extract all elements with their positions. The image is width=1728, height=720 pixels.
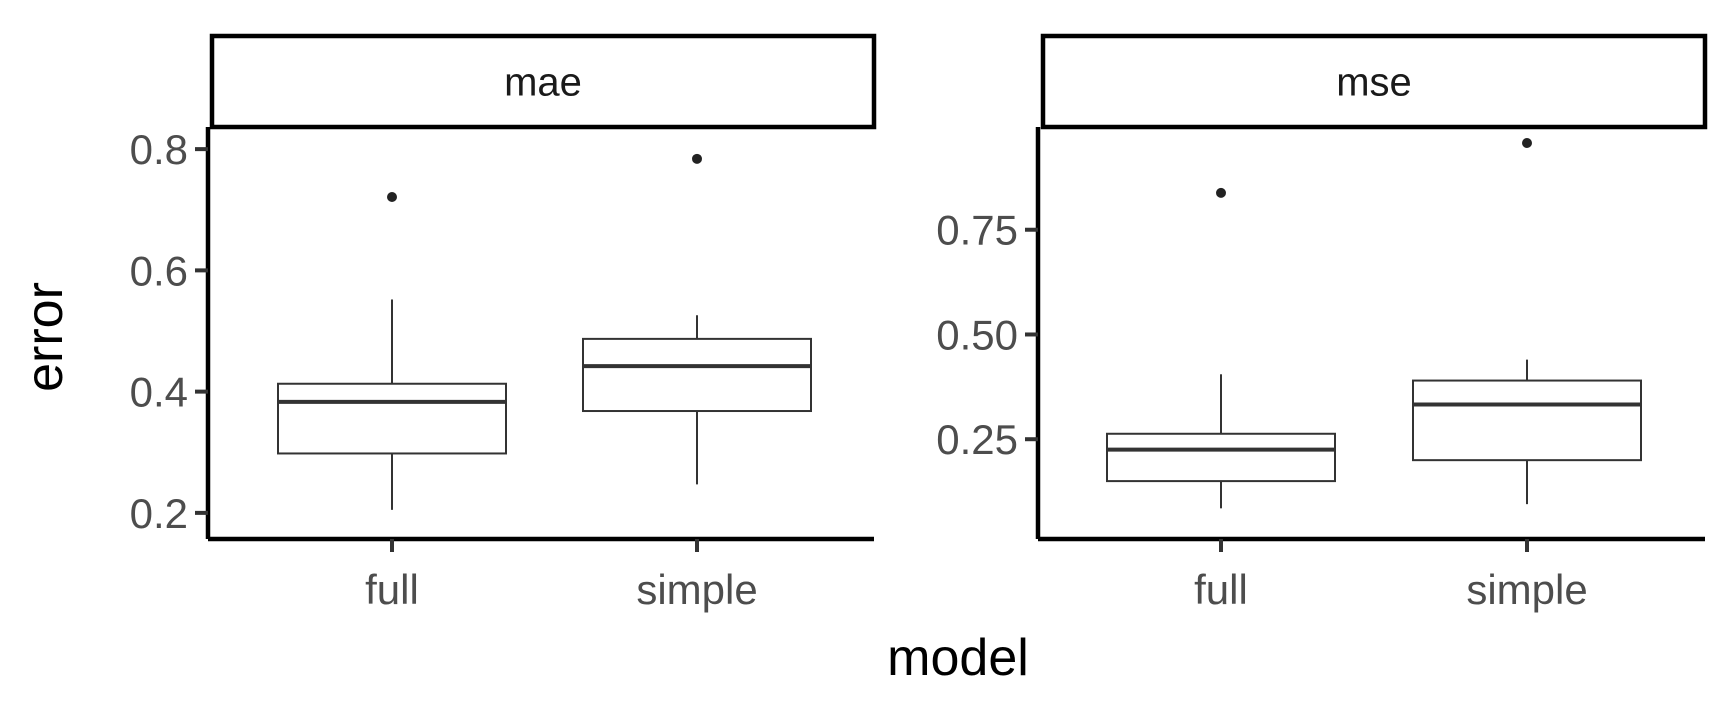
- box-iqr: [277, 382, 507, 455]
- y-tick-label: 0.75: [936, 207, 1018, 254]
- facet-strip-mae: [209, 33, 877, 130]
- x-tick-label: full: [1194, 566, 1248, 613]
- box-iqr: [582, 337, 812, 413]
- y-tick-label: 0.25: [936, 416, 1018, 463]
- outlier-point: [1522, 138, 1532, 149]
- y-tick-label: 0.6: [130, 247, 188, 294]
- facet-strip-label: mse: [1336, 61, 1412, 105]
- y-axis-title: error: [16, 282, 74, 392]
- outlier-point: [692, 153, 702, 164]
- y-tick-label: 0.2: [130, 490, 188, 537]
- x-tick-label: simple: [636, 566, 757, 613]
- outlier-point: [387, 192, 397, 203]
- box-iqr: [1106, 432, 1336, 483]
- y-tick-label: 0.4: [130, 369, 188, 416]
- y-tick-label: 0.8: [130, 126, 188, 173]
- outlier-point: [1216, 187, 1226, 198]
- x-axis-title: model: [887, 629, 1029, 687]
- y-tick-label: 0.50: [936, 311, 1018, 358]
- facet-strip-label: mae: [504, 61, 582, 105]
- box-iqr: [1412, 379, 1642, 462]
- x-tick-label: simple: [1466, 566, 1587, 613]
- x-tick-label: full: [365, 566, 419, 613]
- facet-strip-mse: [1040, 33, 1708, 130]
